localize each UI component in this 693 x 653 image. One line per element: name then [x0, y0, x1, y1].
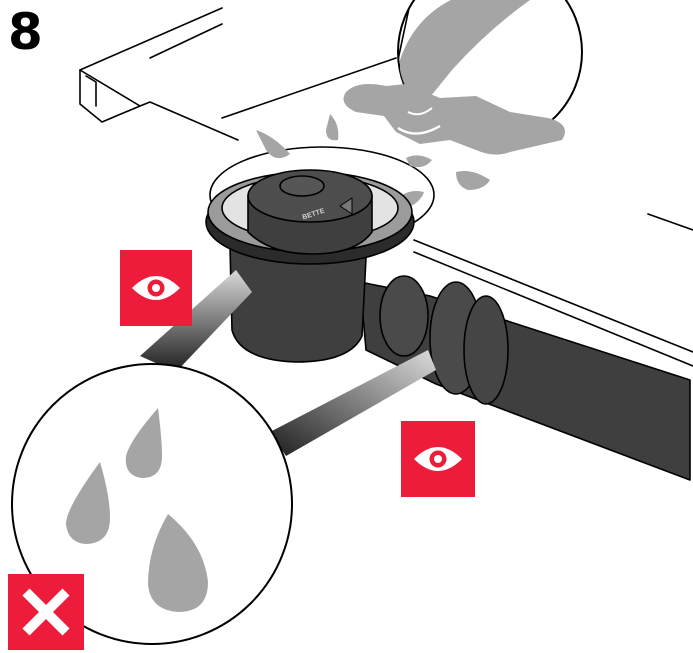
- zoom-beams: [140, 270, 436, 456]
- eye-icon: [414, 447, 462, 471]
- water-drop-icon: [66, 462, 110, 544]
- shower-drain: [205, 169, 691, 481]
- water-drop-icon: [148, 514, 208, 612]
- step-number: 8: [8, 3, 43, 61]
- inspect-marker-drain-body: [120, 250, 192, 326]
- eye-icon: [132, 276, 180, 300]
- water-drop-icon: [125, 408, 162, 478]
- shower-tray: [79, 7, 693, 367]
- water-puddle: [343, 84, 565, 155]
- inspect-marker-pipe-joint: [401, 421, 475, 497]
- no-leak-marker: [8, 574, 84, 650]
- cross-icon: [22, 588, 70, 636]
